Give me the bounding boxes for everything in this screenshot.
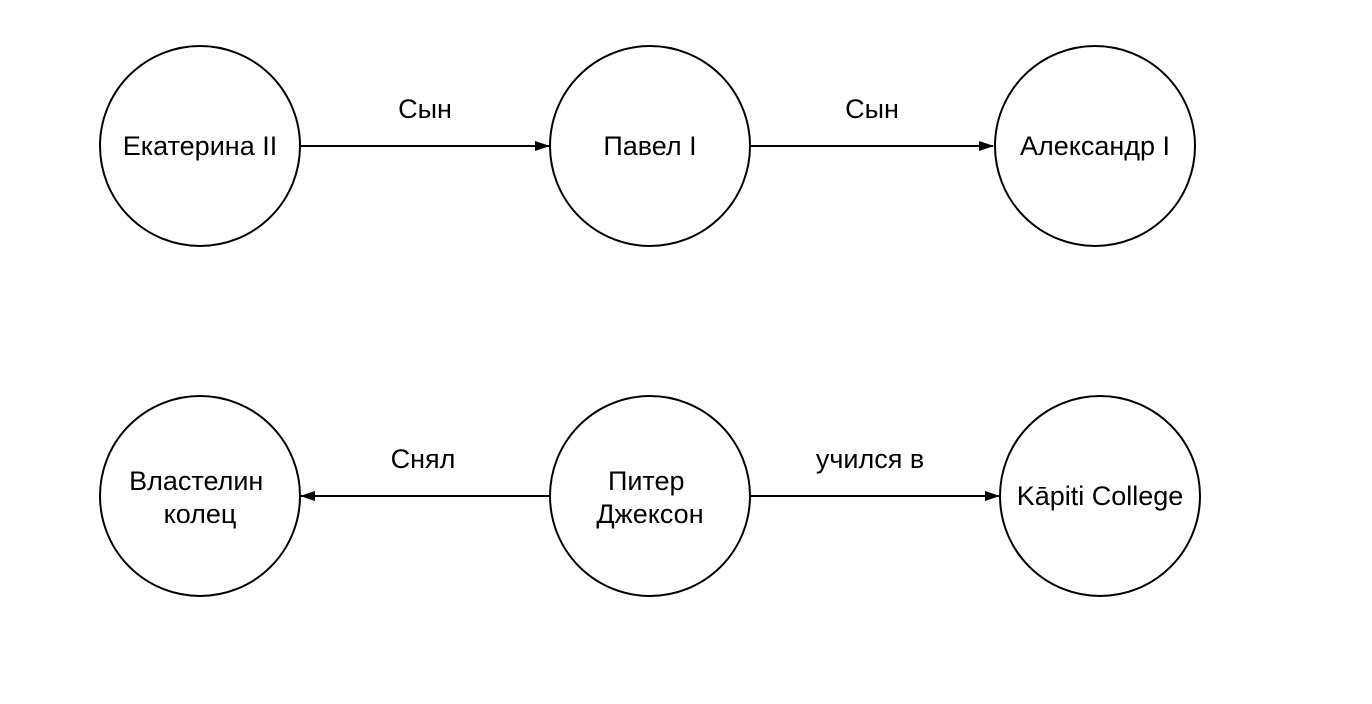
node-piter-dzhekson: Питер Джексон xyxy=(549,395,751,597)
node-label-aleksandr-i: Александр I xyxy=(1020,131,1170,161)
edge-label-filmed[interactable]: Снял xyxy=(391,444,456,474)
node-label-piter-dzhekson: Питер Джексон xyxy=(596,466,703,529)
node-pavel-i: Павел I xyxy=(549,45,751,247)
node-circle-vlastelin-kolets[interactable] xyxy=(99,395,301,597)
edge-label-son-1[interactable]: Сын xyxy=(398,94,452,124)
edge-studied-at: учился в xyxy=(750,444,1000,501)
edge-son-2: Сын xyxy=(750,94,994,151)
edge-son-1: Сын xyxy=(300,94,550,151)
node-ekaterina-ii: Екатерина II xyxy=(99,45,301,247)
node-circle-ekaterina-ii[interactable] xyxy=(99,45,301,247)
node-circle-kapiti-college[interactable] xyxy=(999,395,1201,597)
node-circle-aleksandr-i[interactable] xyxy=(994,45,1196,247)
node-circle-pavel-i[interactable] xyxy=(549,45,751,247)
edge-label-son-2[interactable]: Сын xyxy=(845,94,899,124)
node-kapiti-college: Kāpiti College xyxy=(999,395,1201,597)
node-label-ekaterina-ii: Екатерина II xyxy=(123,131,277,161)
node-label-pavel-i: Павел I xyxy=(603,131,696,161)
node-aleksandr-i: Александр I xyxy=(994,45,1196,247)
edge-filmed: Снял xyxy=(300,444,550,501)
node-vlastelin-kolets: Властелин колец xyxy=(99,395,301,597)
node-label-vlastelin-kolets: Властелин колец xyxy=(129,466,271,529)
edge-label-studied-at[interactable]: учился в xyxy=(816,444,924,474)
node-circle-piter-dzhekson[interactable] xyxy=(549,395,751,597)
node-label-kapiti-college: Kāpiti College xyxy=(1017,481,1184,511)
